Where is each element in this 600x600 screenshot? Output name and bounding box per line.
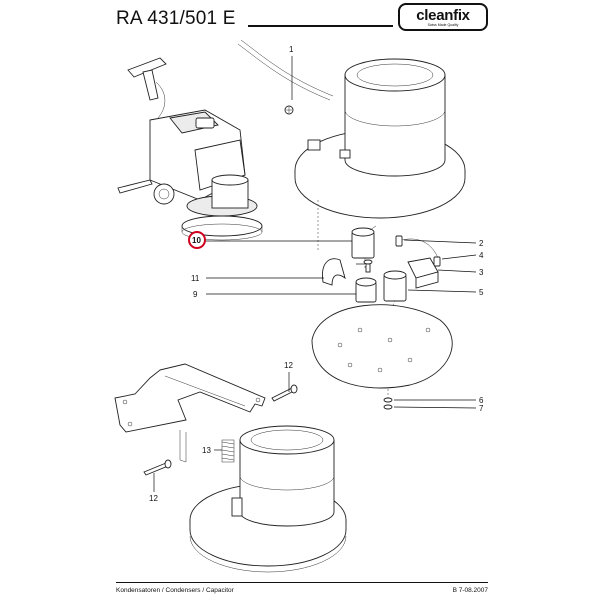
machine-brush-bristles [181, 223, 263, 241]
lower-housing-top [239, 425, 335, 455]
callout-9: 9 [193, 290, 198, 299]
callout-12a: 12 [284, 361, 293, 370]
machine-cable [155, 81, 166, 119]
motor-housing [344, 75, 446, 177]
callout-3: 3 [479, 268, 484, 277]
capacitor-large-top [355, 277, 377, 287]
leader-5 [407, 289, 477, 293]
capacitor-small-top [351, 227, 375, 237]
mounting-plate [311, 304, 453, 389]
plate-hole [407, 357, 413, 363]
spring-outline [221, 439, 235, 463]
callout-labels: 1 2 3 4 5 6 7 9 10 11 12 12 13 [149, 45, 484, 503]
page-title: RA 431/501 E [116, 8, 236, 29]
machine-squeegee [117, 179, 153, 194]
plate-hole [347, 362, 353, 368]
capacitor-clamp [322, 258, 346, 286]
lower-base-ring [189, 535, 347, 573]
lower-assembly [114, 363, 347, 573]
callout-4: 4 [479, 251, 484, 260]
bolt-upper-head [290, 384, 298, 394]
plate-hole [387, 337, 393, 343]
bolt-lower-head [164, 459, 172, 469]
leader-3 [437, 269, 477, 273]
terminal-connector [395, 235, 403, 247]
callout-7: 7 [479, 404, 484, 413]
frame-hole [255, 397, 261, 403]
motor-bracket [339, 149, 351, 159]
footer-caption: Kondensatoren / Condensers / Capacitor [116, 587, 234, 594]
leader-7 [393, 406, 477, 409]
capacitor-small-lead [369, 225, 377, 231]
callout-10: 10 [192, 236, 201, 245]
washer [383, 404, 393, 410]
frame-leg [179, 430, 187, 463]
jumper-wire [401, 238, 439, 259]
power-cable-outline [240, 39, 334, 97]
upper-motor-assembly [237, 39, 466, 219]
nut [383, 397, 393, 403]
plate-hole [377, 367, 383, 373]
callout-11: 11 [191, 274, 200, 283]
callout-2: 2 [479, 239, 484, 248]
plate-hole [425, 327, 431, 333]
callout-1: 1 [289, 45, 294, 54]
frame-hole [122, 399, 128, 405]
power-cable [237, 43, 331, 101]
machine-wheel [153, 183, 175, 205]
logo-wordmark: cleanfix [416, 6, 470, 24]
lower-housing [239, 440, 335, 527]
motor-housing-seam [344, 109, 446, 127]
callout-12b: 12 [149, 494, 158, 503]
screw-head [363, 259, 373, 265]
machine-handle-stem [142, 69, 159, 101]
mounting-frame [114, 363, 266, 433]
lower-housing-seam [239, 475, 335, 491]
lower-base-rim [189, 520, 347, 567]
plate-hole [357, 327, 363, 333]
plate-hole [337, 342, 343, 348]
leader-lines [153, 56, 477, 492]
callout-6: 6 [479, 396, 484, 405]
machine-lid [169, 111, 219, 134]
logo-subtitle: Swiss Made Quality [427, 22, 459, 27]
earth-screw-slot [286, 107, 292, 113]
machine-control-box [195, 117, 215, 129]
bolt-lower [143, 462, 169, 476]
callout-5: 5 [479, 288, 484, 297]
spring [221, 441, 235, 461]
motor-housing-top [344, 58, 446, 92]
frame-hole [127, 421, 133, 427]
machine-handle [127, 57, 167, 78]
footer-rule [116, 582, 488, 583]
title-rule [248, 25, 393, 27]
lower-housing-cap [250, 429, 324, 451]
machine-wheel-hub [158, 188, 170, 200]
callout-10-highlight-ring [188, 231, 206, 249]
callout-13: 13 [202, 446, 211, 455]
motor-base-rim [294, 170, 466, 219]
leader-2 [403, 239, 477, 244]
machine-motor-top [211, 174, 249, 186]
terminal-connector-end [433, 256, 441, 267]
motor-terminal-block [307, 139, 321, 151]
frame-edge [164, 375, 246, 407]
switch-block-side [415, 271, 439, 289]
capacitor-parts [311, 200, 453, 410]
capacitor-run-top [383, 270, 407, 280]
machine-overview [117, 57, 263, 241]
leader-4 [441, 254, 477, 260]
lower-bracket [231, 497, 243, 517]
brand-logo: cleanfix Swiss Made Quality [398, 3, 488, 31]
machine-brush-edge [181, 226, 263, 232]
footer-code: B 7-08.2007 [452, 587, 488, 594]
motor-housing-cap-ring [356, 63, 434, 87]
